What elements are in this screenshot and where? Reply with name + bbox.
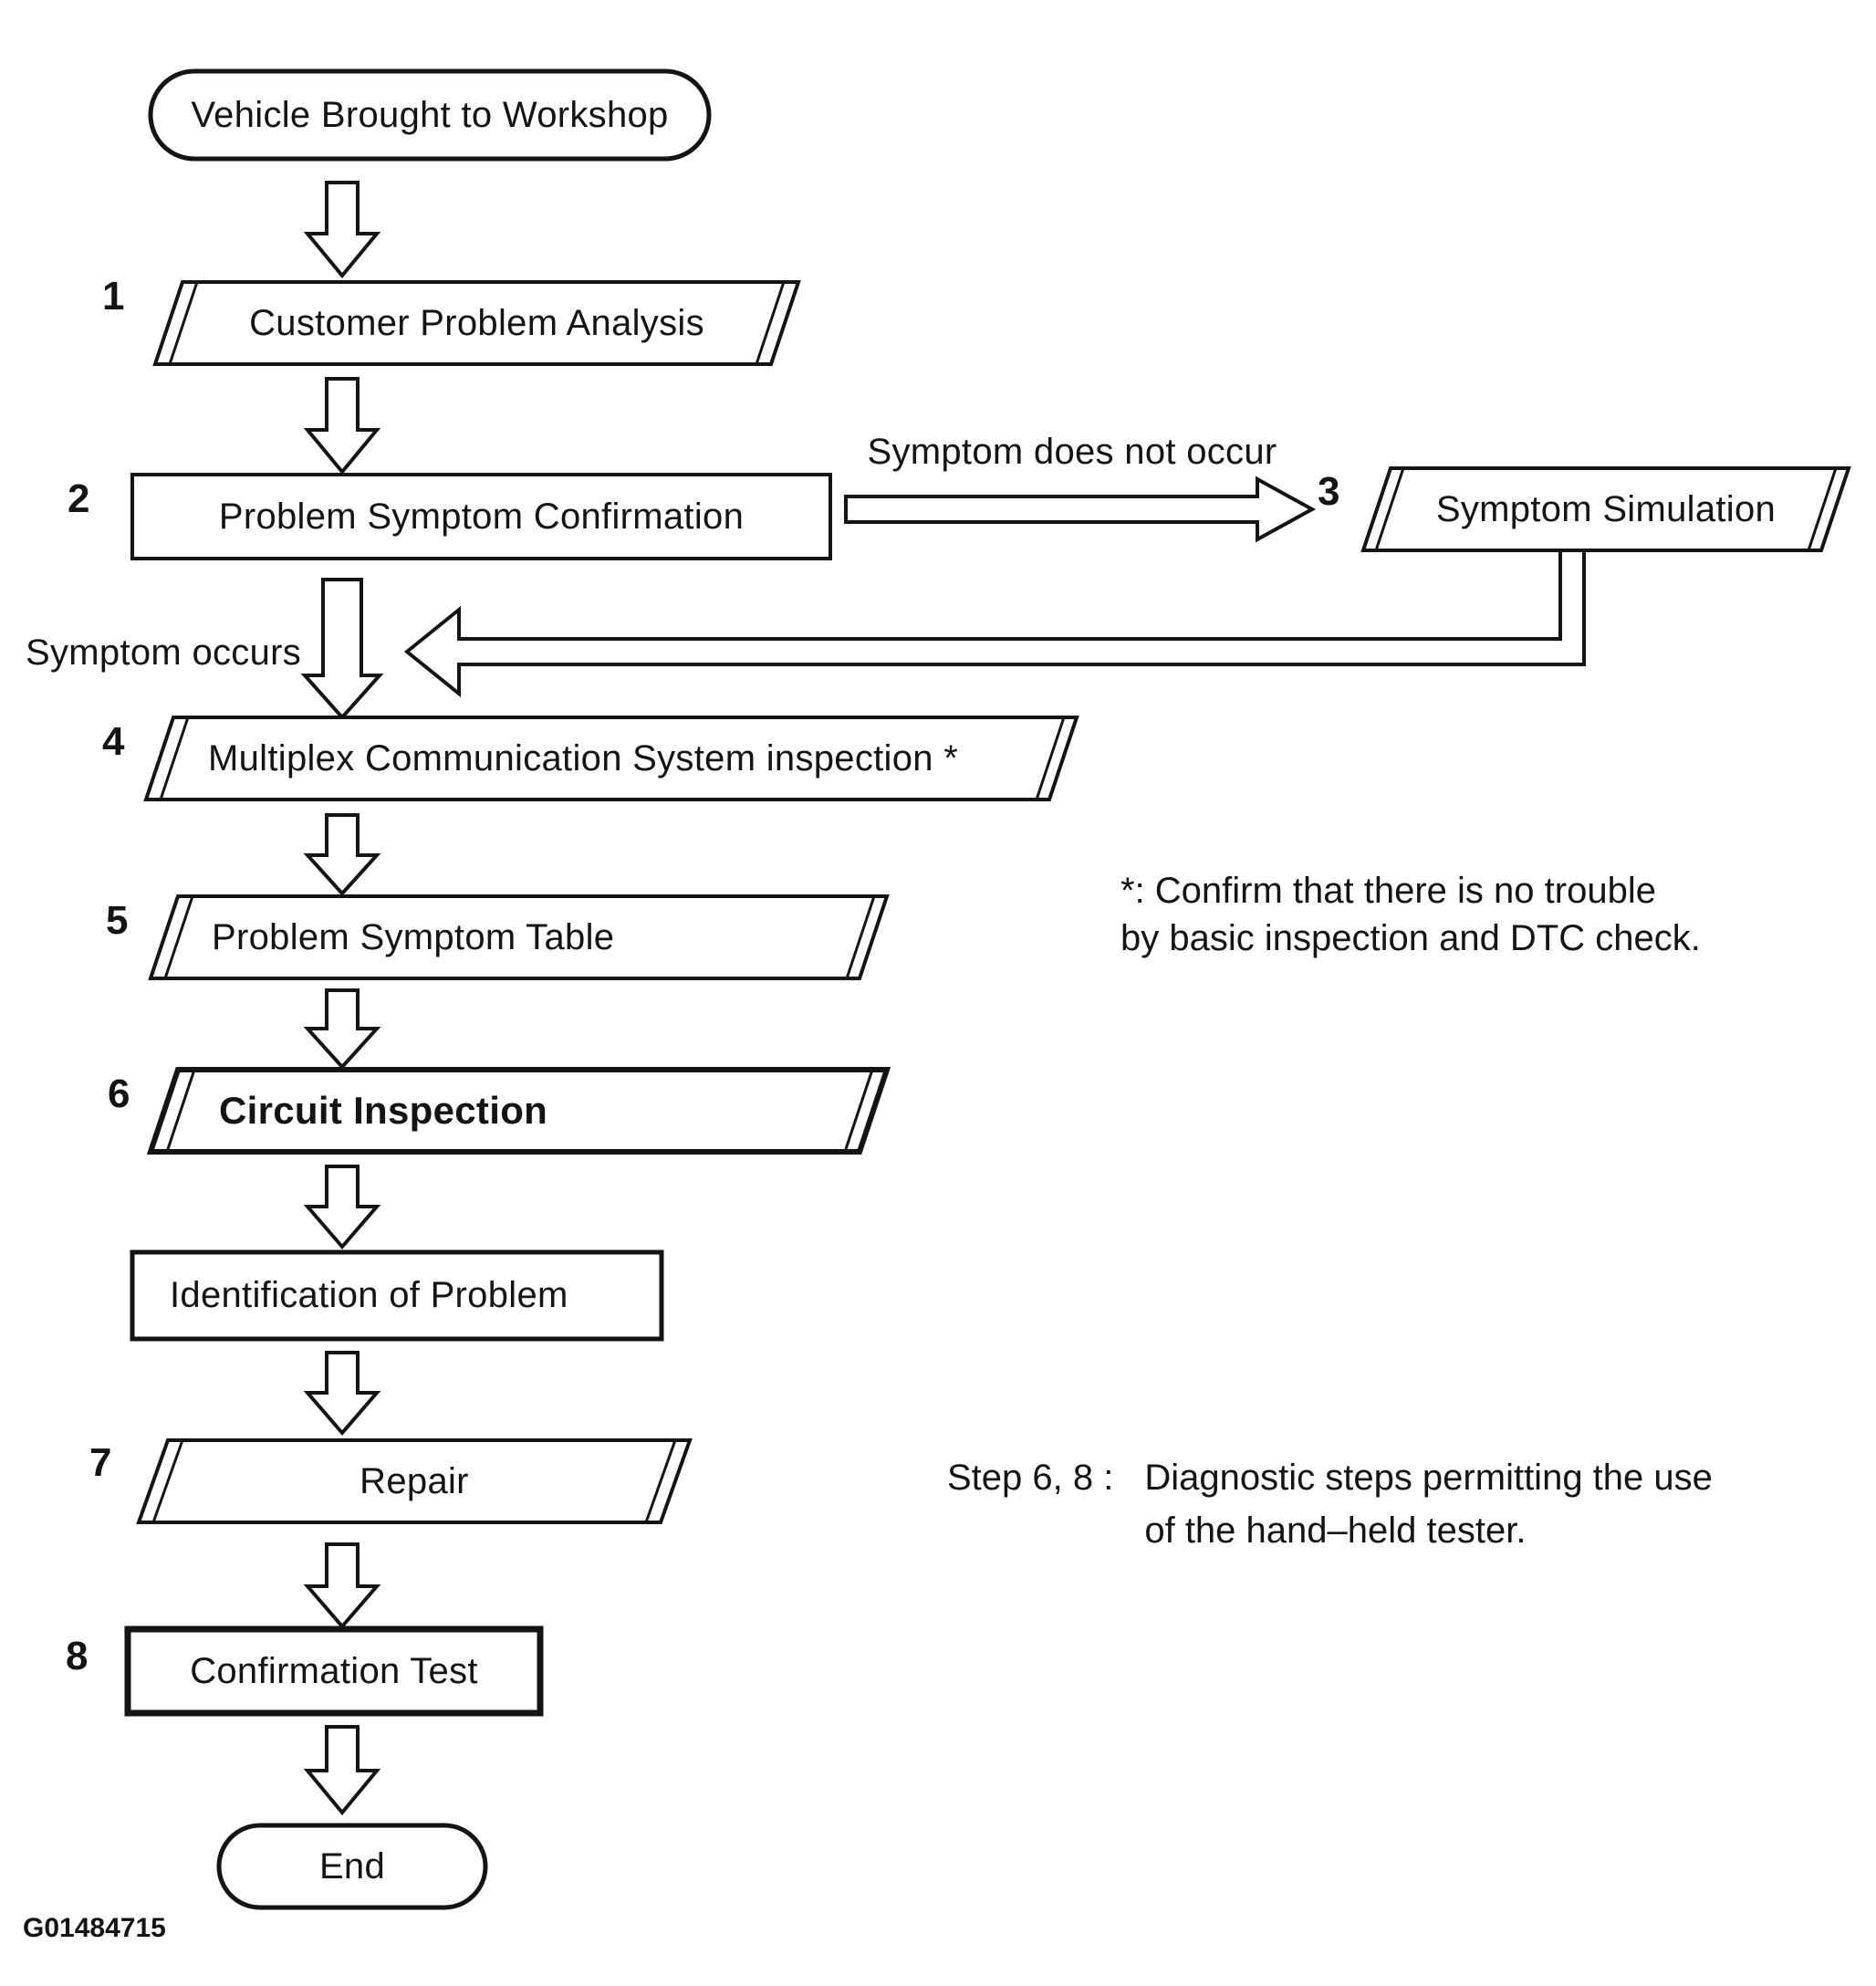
step2-number: 2 xyxy=(68,476,90,521)
figure-id: G01484715 xyxy=(23,1913,166,1943)
step3-number: 3 xyxy=(1318,469,1340,514)
step8-number: 8 xyxy=(66,1634,89,1678)
step2-label: Problem Symptom Confirmation xyxy=(218,496,745,537)
step4-parallelogram xyxy=(143,716,1079,801)
step6-right-double-line xyxy=(843,1069,874,1153)
asterisk-note-line1: *: Confirm that there is no trouble xyxy=(1120,871,1656,911)
step2-rectangle xyxy=(130,473,832,560)
step1-label: Customer Problem Analysis xyxy=(249,302,704,343)
identification-label: Identification of Problem xyxy=(170,1275,568,1315)
step3-parallelogram xyxy=(1360,466,1851,552)
step6-label: Circuit Inspection xyxy=(219,1089,548,1132)
step68-note: Step 6, 8 : Diagnostic steps permitting … xyxy=(947,1451,1713,1557)
asterisk-note: *: Confirm that there is no trouble by b… xyxy=(1120,867,1701,962)
step8-rectangle xyxy=(124,1625,544,1717)
step7-number: 7 xyxy=(89,1440,112,1485)
edge-label-symptom-does-not-occur: Symptom does not occur xyxy=(867,431,1277,472)
step6-left-double-line xyxy=(165,1069,196,1153)
step68-note-line1: Diagnostic steps permitting the use xyxy=(1144,1458,1713,1498)
end-terminator-shape xyxy=(216,1823,488,1910)
identification-rectangle xyxy=(130,1249,664,1342)
arrow-step2-to-step4-symptom-occurs xyxy=(300,578,384,721)
step68-note-text: Diagnostic steps permitting the use of t… xyxy=(1144,1451,1713,1557)
step68-note-label: Step 6, 8 : xyxy=(947,1458,1114,1498)
step4-left-double-line xyxy=(159,716,190,800)
step1-left-double-line xyxy=(168,281,199,365)
arrow-step2-to-step3-symptom-does-not-occur xyxy=(844,476,1317,543)
arrow-identification-to-step7 xyxy=(303,1351,381,1437)
asterisk-note-line2: by basic inspection and DTC check. xyxy=(1120,918,1701,958)
arrow-step1-to-step2 xyxy=(303,377,381,476)
arrow-step8-to-end xyxy=(303,1725,381,1816)
step3-right-double-line xyxy=(1807,467,1838,551)
step5-number: 5 xyxy=(106,898,129,943)
arrow-step7-to-step8 xyxy=(303,1542,381,1630)
step5-parallelogram xyxy=(148,894,890,980)
arrow-step5-to-step6 xyxy=(303,988,381,1070)
step3-left-double-line xyxy=(1374,467,1405,551)
step6-number: 6 xyxy=(108,1071,130,1116)
start-label: Vehicle Brought to Workshop xyxy=(191,94,669,135)
step1-number: 1 xyxy=(102,274,125,319)
arrow-start-to-step1 xyxy=(303,181,381,279)
step1-parallelogram xyxy=(152,280,801,366)
end-label: End xyxy=(318,1845,386,1887)
arrow-step4-to-step5 xyxy=(303,813,381,896)
step7-left-double-line xyxy=(151,1439,184,1523)
step7-right-double-line xyxy=(644,1439,677,1523)
step4-number: 4 xyxy=(102,719,125,764)
step7-parallelogram xyxy=(136,1438,693,1524)
step3-label: Symptom Simulation xyxy=(1435,488,1777,529)
step6-parallelogram xyxy=(146,1067,891,1155)
start-terminator-shape xyxy=(148,68,712,162)
step4-label: Multiplex Communication System inspectio… xyxy=(208,737,959,779)
step5-label: Problem Symptom Table xyxy=(212,916,615,957)
step7-label: Repair xyxy=(360,1460,469,1501)
step5-left-double-line xyxy=(163,895,194,979)
edge-label-symptom-occurs: Symptom occurs xyxy=(26,632,302,673)
step8-label: Confirmation Test xyxy=(190,1650,478,1691)
step1-right-double-line xyxy=(755,281,786,365)
arrow-step3-return-to-flow xyxy=(403,549,1586,698)
step68-note-line2: of the hand–held tester. xyxy=(1144,1510,1527,1551)
step4-right-double-line xyxy=(1035,716,1066,800)
arrow-step6-to-identification xyxy=(303,1165,381,1250)
step5-right-double-line xyxy=(845,895,876,979)
